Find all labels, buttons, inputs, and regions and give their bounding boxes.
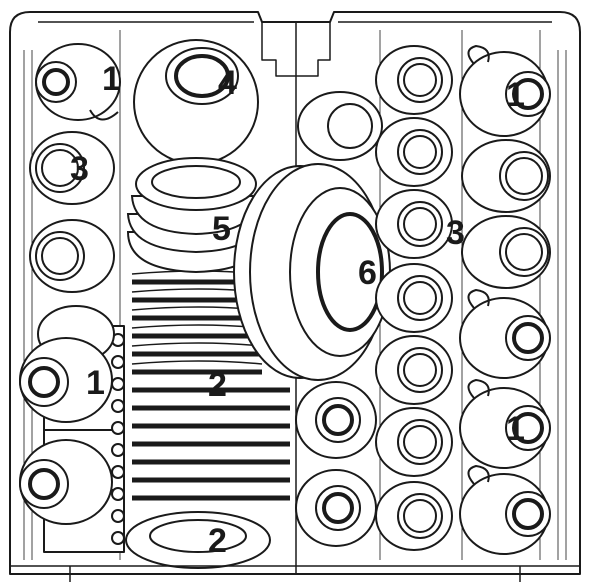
cup	[375, 117, 453, 187]
cup	[461, 139, 551, 213]
mug	[295, 469, 377, 547]
bowl-stack	[126, 157, 264, 274]
cup	[297, 91, 383, 161]
large-bowl	[233, 163, 391, 381]
mug	[459, 288, 551, 379]
plate	[125, 511, 271, 569]
cup	[35, 43, 121, 121]
cup	[461, 215, 551, 289]
cup	[375, 407, 453, 477]
cup	[29, 131, 115, 205]
cup	[375, 45, 453, 115]
cup	[375, 189, 453, 259]
cup	[375, 335, 453, 405]
mug	[295, 381, 377, 459]
mug	[19, 439, 113, 525]
mug	[459, 378, 551, 469]
cup	[29, 219, 115, 293]
cup	[375, 481, 453, 551]
cup	[375, 263, 453, 333]
mug	[459, 44, 551, 137]
basket-bottom-rail	[10, 565, 580, 582]
mug	[19, 337, 113, 423]
mug	[459, 464, 551, 555]
basket-frame	[9, 11, 581, 575]
bowl	[133, 39, 259, 165]
basket-center-clip	[261, 22, 331, 77]
